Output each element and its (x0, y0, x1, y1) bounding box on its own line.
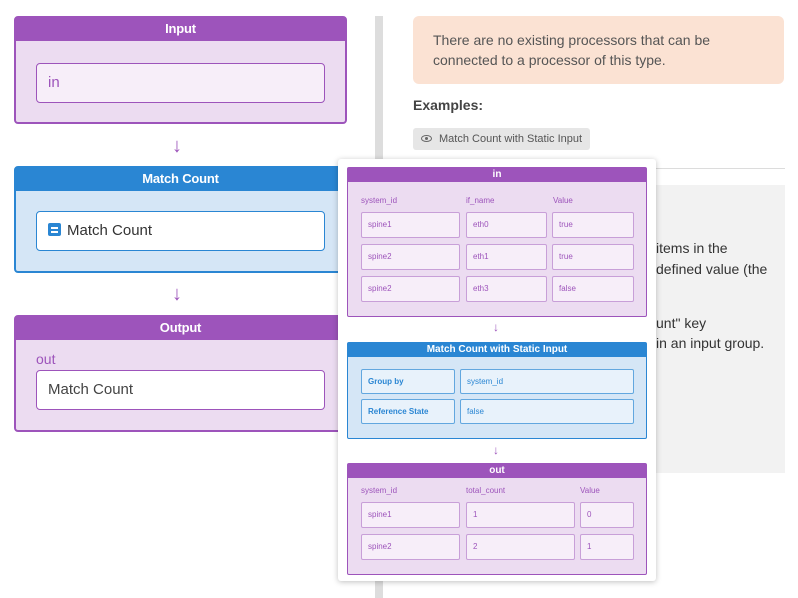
match-count-field[interactable]: Match Count (36, 211, 325, 251)
description-text: items in the (656, 240, 728, 256)
table-cell: true (552, 244, 634, 270)
column-header: Value (553, 196, 573, 205)
table-cell: spine1 (361, 212, 460, 238)
example-chip[interactable]: Match Count with Static Input (413, 128, 591, 150)
example-in-card: in system_id if_name Value spine1 eth0 t… (347, 167, 647, 317)
output-card-title: Output (16, 317, 345, 340)
table-cell: 0 (580, 502, 634, 528)
example-in-title: in (348, 168, 646, 182)
column-header: if_name (466, 196, 495, 205)
table-cell: 1 (466, 502, 575, 528)
down-arrow-icon: ↓ (493, 443, 499, 457)
example-processor-card: Match Count with Static Input Group by s… (347, 342, 647, 439)
match-count-card[interactable]: Match Count Match Count (14, 166, 347, 273)
output-field[interactable]: Match Count (36, 370, 325, 410)
column-header: Value (580, 486, 600, 495)
table-cell: eth1 (466, 244, 547, 270)
down-arrow-icon: ↓ (493, 320, 499, 334)
param-value: false (460, 399, 634, 424)
example-out-title: out (348, 464, 646, 478)
output-card: Output out Match Count (14, 315, 347, 432)
match-count-field-text: Match Count (67, 222, 153, 239)
input-in-field[interactable]: in (36, 63, 325, 103)
examples-label: Examples: (413, 97, 484, 113)
eye-icon (421, 135, 432, 142)
table-cell: 1 (580, 534, 634, 560)
description-text: unt" key (656, 315, 707, 331)
match-count-card-title: Match Count (16, 168, 345, 191)
example-out-card: out system_id total_count Value spine1 1… (347, 463, 647, 575)
list-square-icon (48, 223, 61, 236)
description-text: in an input group. (656, 335, 765, 351)
example-processor-title: Match Count with Static Input (348, 343, 646, 357)
down-arrow-icon: ↓ (172, 283, 182, 305)
divider-line (655, 168, 785, 169)
param-key: Reference State (361, 399, 455, 424)
table-cell: eth3 (466, 276, 547, 302)
table-cell: true (552, 212, 634, 238)
input-card: Input in (14, 16, 347, 124)
table-cell: eth0 (466, 212, 547, 238)
input-card-title: Input (16, 18, 345, 41)
output-label: out (36, 351, 56, 367)
column-header: system_id (361, 196, 398, 205)
table-cell: spine2 (361, 276, 460, 302)
table-cell: spine2 (361, 534, 460, 560)
example-chip-label: Match Count with Static Input (439, 133, 583, 145)
table-cell: false (552, 276, 634, 302)
no-processors-notice: There are no existing processors that ca… (413, 16, 784, 84)
column-header: system_id (361, 486, 398, 495)
table-cell: spine2 (361, 244, 460, 270)
table-cell: 2 (466, 534, 575, 560)
example-popover: in system_id if_name Value spine1 eth0 t… (338, 159, 656, 581)
param-key: Group by (361, 369, 455, 394)
description-text: defined value (the (656, 261, 768, 277)
column-header: total_count (466, 486, 506, 495)
down-arrow-icon: ↓ (172, 135, 182, 157)
description-box (655, 185, 785, 473)
param-value: system_id (460, 369, 634, 394)
table-cell: spine1 (361, 502, 460, 528)
